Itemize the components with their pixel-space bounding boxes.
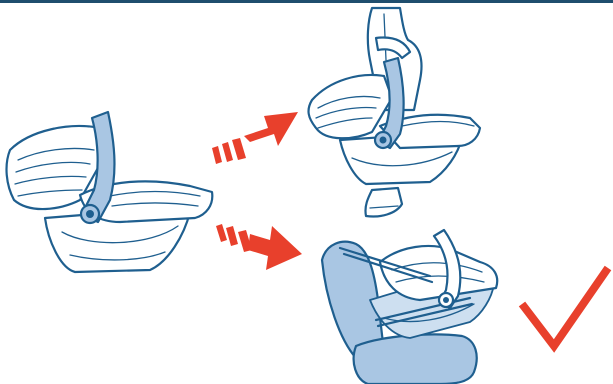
arrow-down-right-icon	[216, 224, 302, 270]
checkmark-icon	[522, 268, 608, 346]
arrow-up-right-icon	[212, 112, 298, 164]
car-seat-installed-icon	[322, 230, 497, 384]
infant-car-seat-icon	[7, 112, 213, 272]
top-rule	[0, 0, 613, 3]
carrying-carrier-icon	[309, 8, 480, 217]
